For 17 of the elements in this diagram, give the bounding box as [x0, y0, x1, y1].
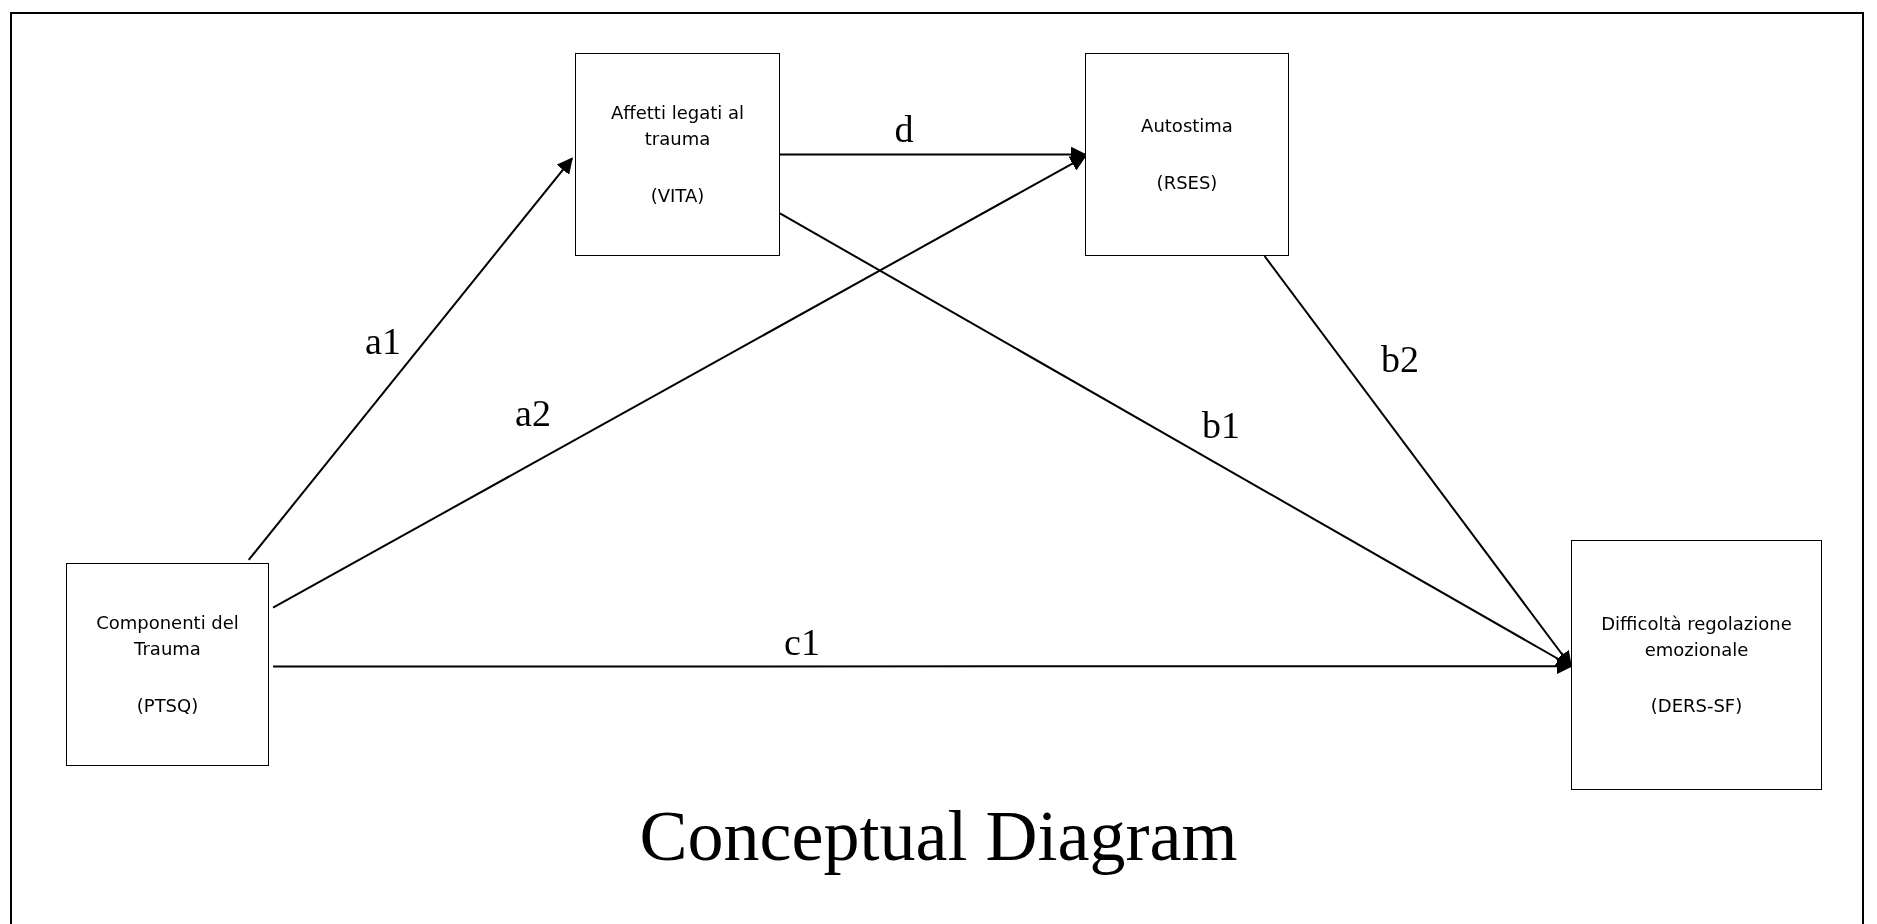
arrow	[272, 155, 1087, 609]
scale-name: (PTSQ)	[136, 693, 199, 718]
scale-name: (RSES)	[1156, 170, 1218, 195]
variable-box	[1571, 540, 1822, 790]
arrow	[272, 658, 1573, 675]
arrow	[779, 146, 1087, 163]
variable-box	[1085, 53, 1289, 256]
scale-name: (DERS-SF)	[1650, 694, 1743, 719]
arrow	[247, 157, 573, 561]
variable-name: Difficoltà regolazione emozionale	[1600, 611, 1793, 662]
variable-box	[66, 563, 269, 766]
diagram-title: Conceptual Diagram	[639, 796, 1238, 876]
variable-name: Componenti del Trauma	[95, 611, 240, 662]
variable-box	[575, 53, 780, 256]
scale-name: (VITA)	[650, 183, 705, 208]
variable-name: Affetti legati al trauma	[610, 101, 745, 152]
variable-name: Autostima	[1141, 114, 1233, 139]
